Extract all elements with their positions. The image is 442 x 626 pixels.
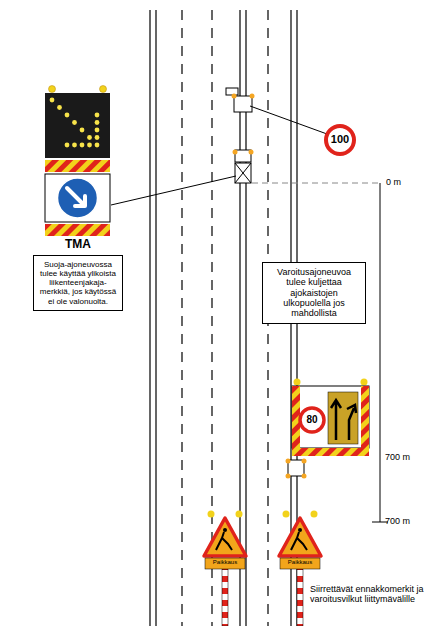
sign-plate-text: Paikkaus (280, 559, 320, 566)
node-heading: TMA (33, 238, 123, 255)
node-text: Varoitusajoneuvoa tulee kuljettaa ajokai… (262, 262, 366, 324)
roadwork-sign (204, 511, 246, 626)
arrow-light (57, 105, 62, 110)
work-vehicle (226, 88, 255, 112)
speed-number: 100 (325, 133, 355, 146)
distance-mark: 0 m (386, 177, 426, 187)
arrow-light (72, 120, 77, 125)
leader-line (111, 176, 236, 205)
sign-plate-text: Paikkaus (205, 559, 245, 566)
arrow-light (80, 143, 85, 148)
arrow-light (50, 98, 55, 103)
info-box: Varoitusajoneuvoa tulee kuljettaa ajokai… (262, 262, 366, 324)
arrow-light (95, 128, 100, 133)
arrow-light (65, 143, 70, 148)
tma-sign-panel (45, 86, 110, 237)
dimension-label: 700 m (385, 516, 435, 526)
dimension-label: 700 m (385, 452, 435, 462)
tma-vehicle (233, 150, 254, 184)
arrow-light (72, 143, 77, 148)
zero-line (252, 183, 380, 184)
arrow-light (95, 120, 100, 125)
speed-number: 80 (300, 414, 324, 426)
leader-line (250, 106, 327, 134)
speed-limit-sign (326, 126, 354, 154)
arrow-light (65, 113, 70, 118)
note-box: TMASuoja-ajoneuvossa tulee käyttää yliko… (33, 238, 123, 311)
arrow-light (80, 128, 85, 133)
arrow-light (95, 113, 100, 118)
arrow-light (87, 143, 92, 148)
roadwork-sign (279, 511, 321, 626)
caption-note: Siirrettävät ennakkomerkit ja varoitusvi… (310, 584, 438, 605)
node-text: Suoja-ajoneuvossa tulee käyttää ylikoist… (33, 255, 123, 311)
dimension-line (372, 183, 388, 522)
warning-vehicle (286, 379, 370, 479)
arrow-light (95, 143, 100, 148)
arrow-light (95, 135, 100, 140)
arrow-light (87, 135, 92, 140)
